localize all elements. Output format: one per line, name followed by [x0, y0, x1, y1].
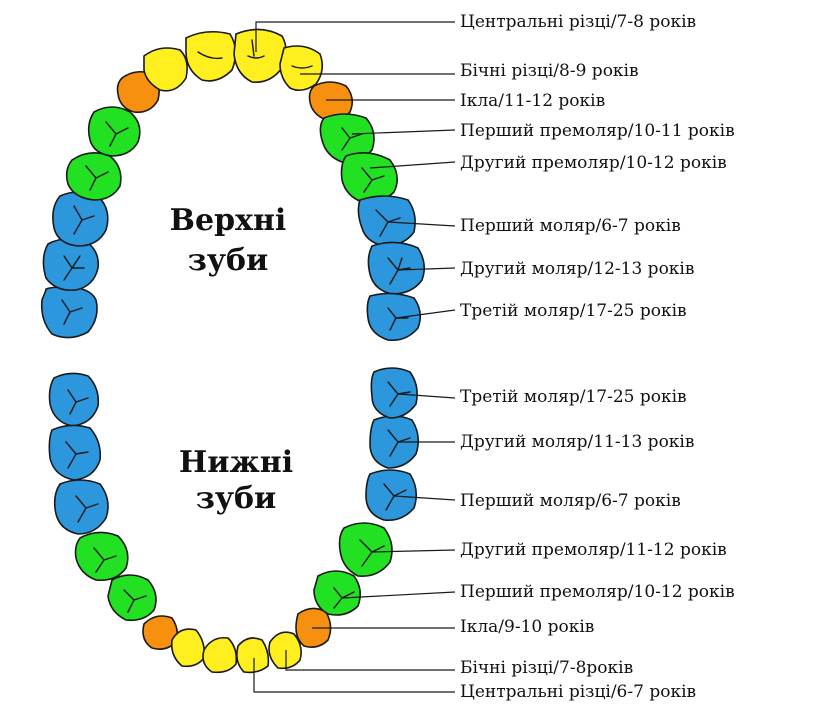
label-lower-first-premolar: Перший премоляр/10-12 років	[460, 582, 735, 602]
lower-left-first-molar	[53, 479, 109, 535]
lower-labels: Третій моляр/17-25 років Другий моляр/11…	[460, 387, 735, 702]
leader-upper-second-molar	[397, 267, 456, 271]
leader-upper-central-incisors	[255, 21, 455, 52]
label-lower-central-incisors: Центральні різці/6-7 років	[460, 682, 696, 702]
lower-right-third-molar	[370, 367, 418, 419]
label-upper-canine: Ікла/11-12 років	[460, 91, 605, 111]
upper-left-lateral-incisor	[143, 47, 188, 92]
leader-upper-second-premolar	[369, 161, 456, 169]
label-lower-second-premolar: Другий премоляр/11-12 років	[460, 540, 727, 560]
lower-right-lateral-incisor	[268, 631, 302, 670]
label-lower-lateral-incisors: Бічні різці/7-8років	[460, 658, 633, 678]
label-lower-second-molar: Другий моляр/11-13 років	[460, 432, 694, 452]
leader-lower-first-molar	[393, 495, 456, 501]
lower-leader-lines	[253, 393, 456, 693]
upper-left-central-incisor	[185, 30, 237, 82]
label-upper-second-premolar: Другий премоляр/10-12 років	[460, 153, 727, 173]
upper-jaw-title-line2: зуби	[188, 243, 269, 278]
leader-upper-first-premolar	[351, 129, 456, 135]
label-lower-third-molar: Третій моляр/17-25 років	[460, 387, 687, 407]
upper-jaw	[40, 28, 426, 342]
leader-lower-third-molar	[397, 393, 456, 399]
leader-lower-lateral-incisors	[285, 650, 455, 671]
leader-lower-central-incisors	[253, 658, 455, 693]
label-upper-central-incisors: Центральні різці/7-8 років	[460, 12, 696, 32]
label-upper-third-molar: Третій моляр/17-25 років	[460, 301, 687, 321]
leader-upper-third-molar	[395, 309, 456, 319]
lower-left-lateral-incisor	[170, 628, 206, 668]
upper-creases	[61, 39, 411, 331]
upper-right-central-incisor	[233, 28, 287, 84]
lower-jaw-title-line2: зуби	[196, 481, 277, 516]
label-upper-second-molar: Другий моляр/12-13 років	[460, 259, 694, 279]
lower-right-second-molar	[369, 415, 420, 469]
leader-lower-second-premolar	[371, 549, 456, 553]
label-upper-lateral-incisors: Бічні різці/8-9 років	[460, 61, 639, 81]
lower-right-first-molar	[365, 469, 418, 522]
lower-jaw-title-line1: Нижні	[179, 445, 293, 480]
upper-left-second-molar	[42, 237, 100, 292]
label-upper-first-molar: Перший моляр/6-7 років	[460, 216, 681, 236]
upper-right-third-molar	[366, 292, 422, 342]
upper-labels: Центральні різці/7-8 років Бічні різці/8…	[460, 12, 735, 321]
label-lower-canine: Ікла/9-10 років	[460, 617, 594, 637]
lower-jaw	[48, 367, 420, 674]
lower-left-central-incisor	[202, 636, 238, 674]
upper-jaw-title-line1: Верхні	[170, 203, 287, 238]
lower-right-second-premolar	[338, 522, 393, 578]
lower-right-central-incisor	[236, 637, 270, 674]
label-lower-first-molar: Перший моляр/6-7 років	[460, 491, 681, 511]
leader-upper-first-molar	[387, 221, 456, 227]
label-upper-first-premolar: Перший премоляр/10-11 років	[460, 121, 735, 141]
leader-lower-first-premolar	[341, 591, 456, 599]
upper-leader-lines	[255, 21, 456, 319]
